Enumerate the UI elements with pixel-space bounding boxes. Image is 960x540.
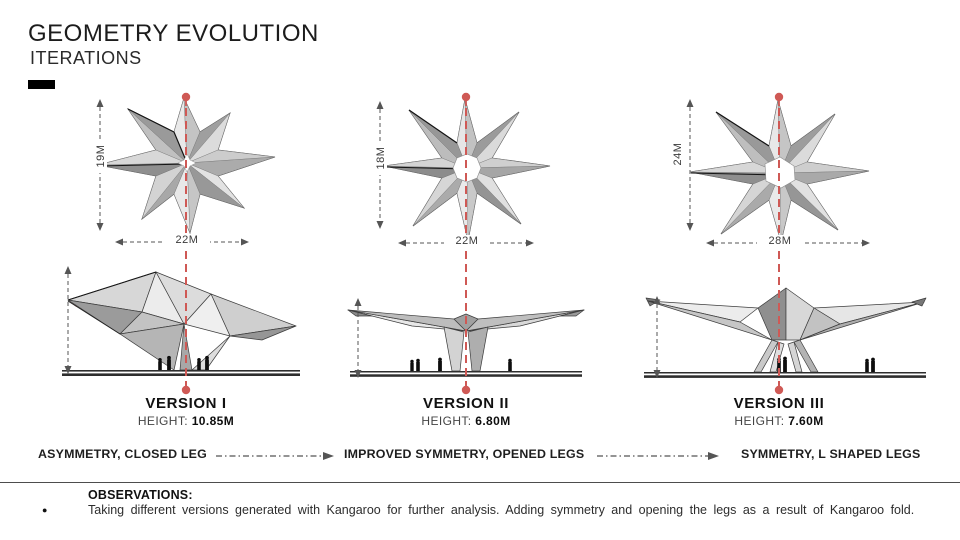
centerline-version-3	[774, 92, 784, 395]
center-dot-icon	[181, 385, 191, 395]
height-label: HEIGHT:	[137, 414, 188, 428]
height-value: 7.60M	[788, 414, 824, 428]
plan-view-version-3	[689, 99, 870, 244]
height-label: HEIGHT:	[421, 414, 472, 428]
center-pin-icon	[181, 92, 191, 102]
people-silhouettes	[158, 355, 209, 370]
observations-colon: :	[188, 488, 193, 502]
transition-label-version-1: ASYMMETRY, CLOSED LEG	[38, 447, 207, 461]
version-3-name: VERSION III	[733, 395, 825, 412]
transition-arrow-icon	[597, 452, 719, 460]
plan-depth-dimension-arrow-v3	[686, 99, 694, 231]
center-dot-icon	[461, 385, 471, 395]
center-pin-icon	[461, 92, 471, 102]
page-title: GEOMETRY EVOLUTION	[28, 20, 319, 47]
plan-view-version-1	[97, 96, 276, 235]
plan-depth-label-v2: 18M	[375, 141, 387, 175]
height-value: 10.85M	[191, 414, 235, 428]
version-3-height: HEIGHT: 7.60M	[679, 414, 879, 428]
transition-label-version-3: SYMMETRY, L SHAPED LEGS	[741, 447, 921, 461]
plan-depth-label-v1: 19M	[95, 139, 107, 173]
observations-text: Taking different versions generated with…	[88, 503, 915, 517]
elevation-view-version-3	[644, 287, 927, 378]
transition-label-version-2: IMPROVED SYMMETRY, OPENED LEGS	[344, 447, 585, 461]
people-silhouettes	[410, 357, 512, 371]
elevation-height-dimension-v2	[354, 298, 362, 378]
version-1-name: VERSION I	[145, 395, 227, 412]
center-dot-icon	[774, 385, 784, 395]
version-2-name: VERSION II	[422, 395, 510, 412]
center-pin-icon	[774, 92, 784, 102]
centerline-version-1	[181, 92, 191, 395]
plan-depth-label-v3: 24M	[672, 137, 684, 171]
elevation-height-dimension-v1	[64, 266, 72, 374]
footer-divider	[0, 482, 960, 483]
people-silhouettes	[777, 356, 875, 372]
plan-width-label-v2: 22M	[444, 235, 490, 247]
title-accent-bar	[28, 80, 55, 89]
transition-arrow-icon	[216, 452, 334, 460]
plan-width-label-v1: 22M	[164, 234, 210, 246]
plan-width-label-v3: 28M	[757, 235, 803, 247]
centerline-version-2	[461, 92, 471, 395]
elevation-view-version-2	[347, 309, 585, 377]
observations-heading-text: OBSERVATIONS	[88, 488, 189, 502]
page-subtitle: ITERATIONS	[30, 48, 142, 68]
version-2-height: HEIGHT: 6.80M	[366, 414, 566, 428]
height-label: HEIGHT:	[734, 414, 785, 428]
height-value: 6.80M	[475, 414, 511, 428]
observations-heading: OBSERVATIONS:	[88, 488, 193, 502]
elevation-height-dimension-v3	[653, 296, 661, 378]
observations-bullet-icon: ●	[42, 505, 48, 515]
version-1-height: HEIGHT: 10.85M	[86, 414, 286, 428]
